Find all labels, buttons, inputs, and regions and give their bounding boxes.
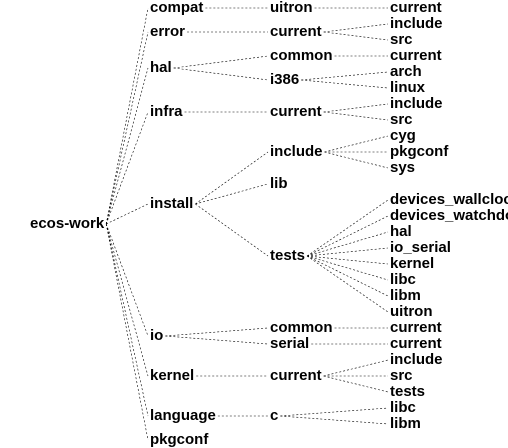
node-include: include [270, 143, 323, 160]
node-tests: tests [390, 383, 425, 400]
node-current: current [270, 103, 322, 120]
edge-include-to-cyg [324, 135, 389, 153]
node-lib: lib [270, 175, 288, 192]
edge-i386-to-linux [301, 79, 389, 89]
node-include: include [390, 15, 443, 32]
edge-include-to-sys [324, 151, 389, 169]
edge-current-to-include [323, 103, 389, 113]
edge-ecos-work-to-hal [105, 67, 149, 225]
node-root-ecos-work: ecos-work [30, 215, 105, 232]
node-io: io [150, 327, 163, 344]
edge-hal-to-i386 [173, 67, 269, 81]
node-libc: libc [390, 271, 416, 288]
node-error: error [150, 23, 185, 40]
edge-ecos-work-to-pkgconf [105, 223, 149, 441]
edge-tests-to-uitron [306, 255, 389, 313]
edge-ecos-work-to-language [105, 223, 149, 417]
node-current: current [270, 367, 322, 384]
node-uitron: uitron [270, 0, 313, 16]
node-current: current [390, 319, 442, 336]
edge-current-to-include [323, 359, 389, 377]
edge-ecos-work-to-install [106, 203, 149, 225]
node-arch: arch [390, 63, 422, 80]
edge-i386-to-arch [301, 71, 389, 81]
node-common: common [270, 47, 333, 64]
node-include: include [390, 351, 443, 368]
node-current: current [390, 47, 442, 64]
node-current: current [390, 335, 442, 352]
node-src: src [390, 367, 413, 384]
edge-install-to-lib [195, 183, 269, 205]
node-hal: hal [150, 59, 172, 76]
edge-c-to-libm [280, 415, 389, 425]
edge-tests-to-devices-watchdog [306, 215, 389, 257]
node-include: include [390, 95, 443, 112]
edge-ecos-work-to-error [105, 31, 149, 225]
edge-install-to-tests [195, 203, 269, 257]
edge-current-to-src [323, 31, 389, 41]
node-infra: infra [150, 103, 183, 120]
edge-hal-to-common [173, 55, 269, 69]
edge-current-to-include [323, 23, 389, 33]
node-language: language [150, 407, 216, 424]
edge-install-to-include [195, 151, 269, 205]
node-install: install [150, 195, 193, 212]
node-kernel: kernel [150, 367, 194, 384]
edge-io-to-serial [165, 335, 269, 345]
node-linux: linux [390, 79, 426, 96]
edge-tests-to-hal [306, 231, 389, 257]
node-current: current [270, 23, 322, 40]
node-devices-watchdog: devices_watchdog [390, 207, 508, 224]
node-libc: libc [390, 399, 416, 416]
node-c: c [270, 407, 278, 424]
node-libm: libm [390, 287, 421, 304]
node-io-serial: io_serial [390, 239, 451, 256]
edge-tests-to-kernel [307, 255, 389, 265]
tree-edges [105, 7, 389, 441]
node-devices-wallclock: devices_wallclock [390, 191, 508, 208]
node-cyg: cyg [390, 127, 416, 144]
node-pkgconf: pkgconf [150, 431, 209, 448]
node-pkgconf: pkgconf [390, 143, 449, 160]
node-sys: sys [390, 159, 415, 176]
node-kernel: kernel [390, 255, 434, 272]
edge-tests-to-libm [306, 255, 389, 297]
edge-ecos-work-to-kernel [105, 223, 149, 377]
edge-tests-to-io-serial [307, 247, 389, 257]
node-i386: i386 [270, 71, 299, 88]
node-current: current [390, 0, 442, 16]
edge-c-to-libc [280, 407, 389, 417]
node-src: src [390, 111, 413, 128]
node-uitron: uitron [390, 303, 433, 320]
node-compat: compat [150, 0, 203, 16]
edge-current-to-tests [323, 375, 389, 393]
edge-tests-to-devices-wallclock [306, 199, 389, 257]
node-tests: tests [270, 247, 305, 264]
node-common: common [270, 319, 333, 336]
edge-tests-to-libc [306, 255, 389, 281]
edge-io-to-common [165, 327, 269, 337]
edge-current-to-src [323, 111, 389, 121]
node-serial: serial [270, 335, 309, 352]
node-src: src [390, 31, 413, 48]
node-libm: libm [390, 415, 421, 432]
edge-ecos-work-to-compat [105, 7, 149, 225]
node-hal: hal [390, 223, 412, 240]
